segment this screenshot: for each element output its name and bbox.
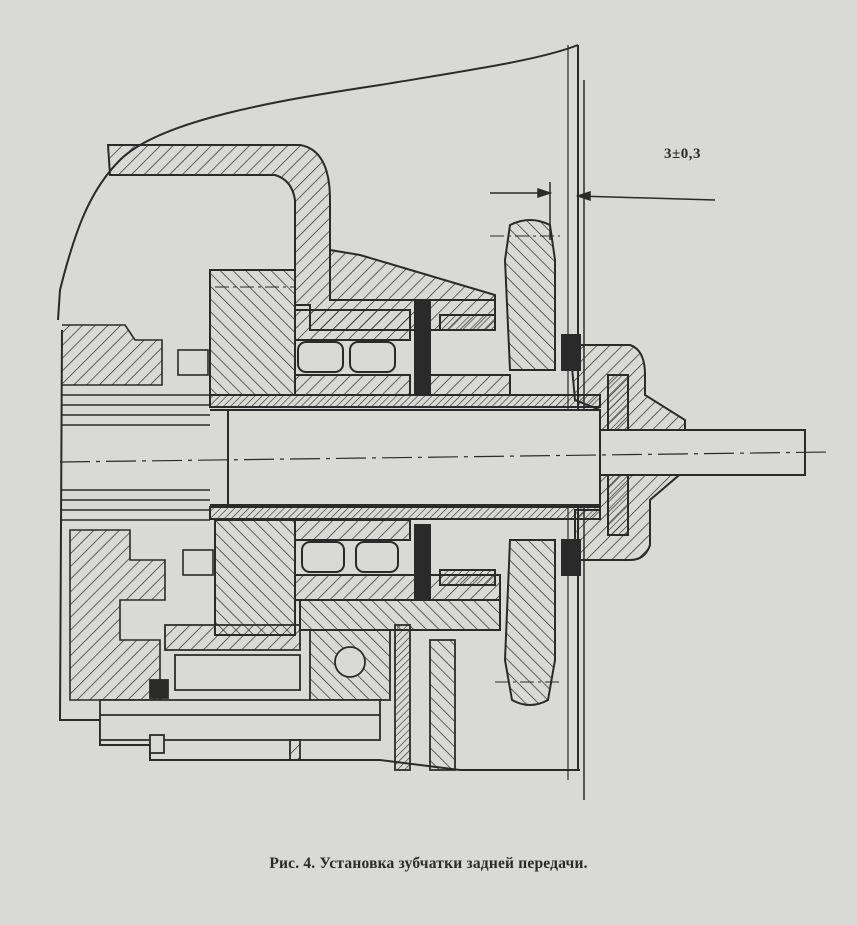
main-shaft [209, 394, 601, 520]
seal-assembly [414, 299, 496, 601]
shaft-centerline [59, 451, 831, 463]
sprocket [503, 219, 556, 706]
bearing-housing-upper [294, 309, 511, 396]
dimension-marker [490, 182, 716, 240]
left-plate-stack [62, 324, 214, 701]
left-gear-hub-upper [209, 269, 296, 396]
figure-caption: Рис. 4. Установка зубчатки задней переда… [269, 855, 588, 872]
dimension-label: 3±0,3 [664, 146, 701, 162]
top-bracket [106, 144, 496, 331]
lower-mechanism [99, 624, 456, 771]
left-gear-hub-lower [214, 519, 296, 636]
